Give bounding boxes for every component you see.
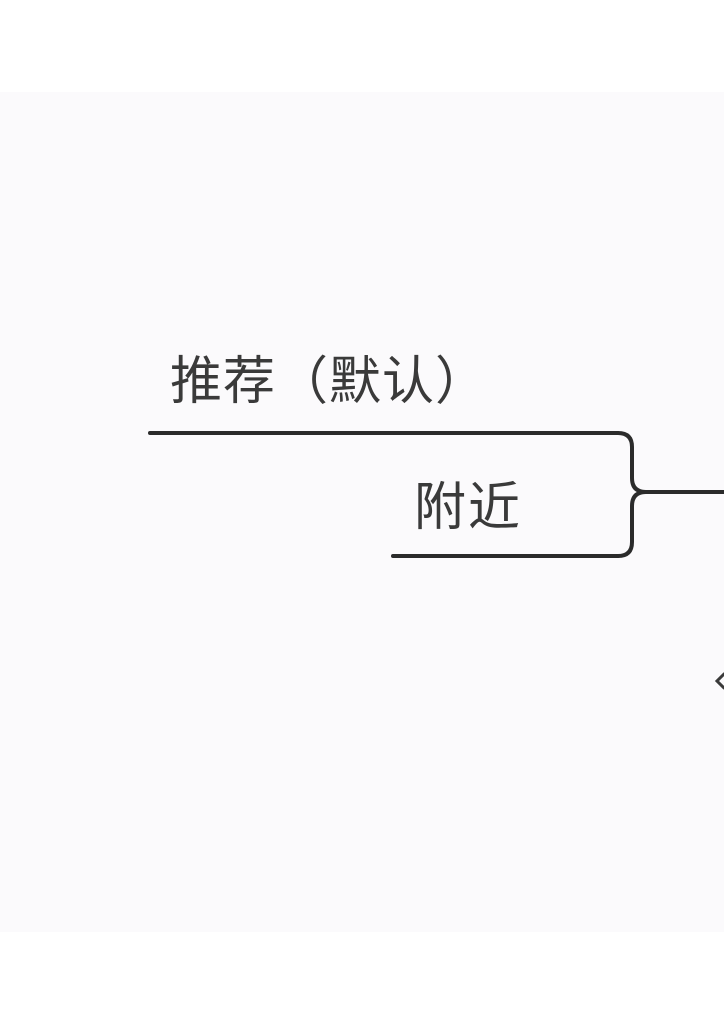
branch-label-recommend: 推荐（默认）: [170, 352, 489, 412]
diagram-canvas: [0, 92, 724, 932]
branch-label-nearby: 附近: [414, 478, 523, 538]
brace-connector: [616, 431, 648, 558]
edge-fragment-mark: [714, 672, 724, 690]
